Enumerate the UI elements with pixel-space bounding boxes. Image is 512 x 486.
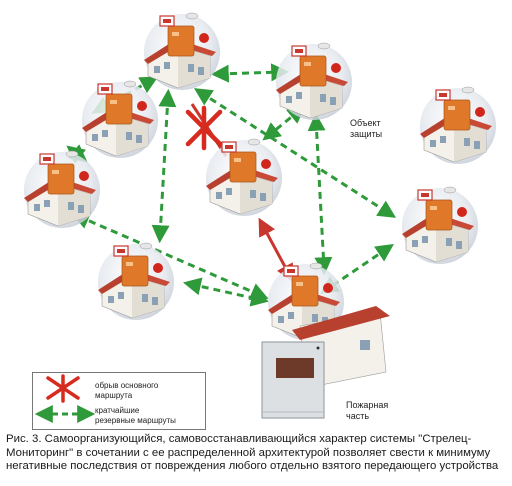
route-top-left-to-top-mid	[210, 63, 290, 83]
route-bottom-left-to-fire	[182, 277, 270, 307]
legend-break-line2: маршрута	[95, 390, 133, 400]
route-break-mark	[185, 105, 223, 151]
figure-caption: Рис. 3. Самоорганизующийся, самовосстана…	[6, 433, 506, 474]
protected-object-far-left	[23, 150, 101, 229]
object-label-line2: защиты	[350, 129, 383, 139]
caption-line1: Рис. 3. Самоорганизующийся, самовосстана…	[6, 433, 472, 445]
legend-shortest-label: кратчайшие резервные маршруты	[95, 406, 176, 425]
protected-object-top-right	[419, 86, 497, 165]
route-top-left-to-bottom-left	[151, 88, 177, 244]
fire-label-line2: часть	[346, 411, 370, 421]
fire-label-line1: Пожарная	[346, 400, 389, 410]
legend-shortest-line1: кратчайшие	[95, 406, 140, 415]
protected-object-center	[205, 138, 283, 217]
protected-object-bottom-left	[97, 242, 175, 321]
network-diagram	[23, 12, 497, 421]
route-top-mid-to-fire	[307, 112, 333, 276]
caption-line2: Мониторинг" в сочетании с ее распределен…	[6, 446, 491, 459]
legend-break-label: обрыв основного маршрута	[95, 381, 158, 400]
fire-station-label: Пожарная часть	[346, 400, 388, 422]
protected-object-mid-right	[401, 186, 479, 265]
caption-line3: негативные последствия от повреждения лю…	[6, 460, 499, 472]
protected-object-top-mid	[275, 42, 353, 121]
legend-shortest-line2: резервные маршруты	[95, 415, 176, 425]
protected-object-top-left	[143, 12, 221, 91]
legend-break-line1: обрыв основного	[95, 381, 159, 390]
monitoring-cabinet	[261, 341, 325, 419]
protected-object-left	[81, 80, 159, 159]
route-top-left-to-mid-right	[193, 88, 397, 218]
legend: обрыв основного маршрута кратчайшие резе…	[32, 372, 206, 430]
route-far-left-to-fire	[71, 212, 269, 300]
object-label-line1: Объект	[350, 118, 381, 128]
object-label: Объект защиты	[350, 118, 382, 140]
